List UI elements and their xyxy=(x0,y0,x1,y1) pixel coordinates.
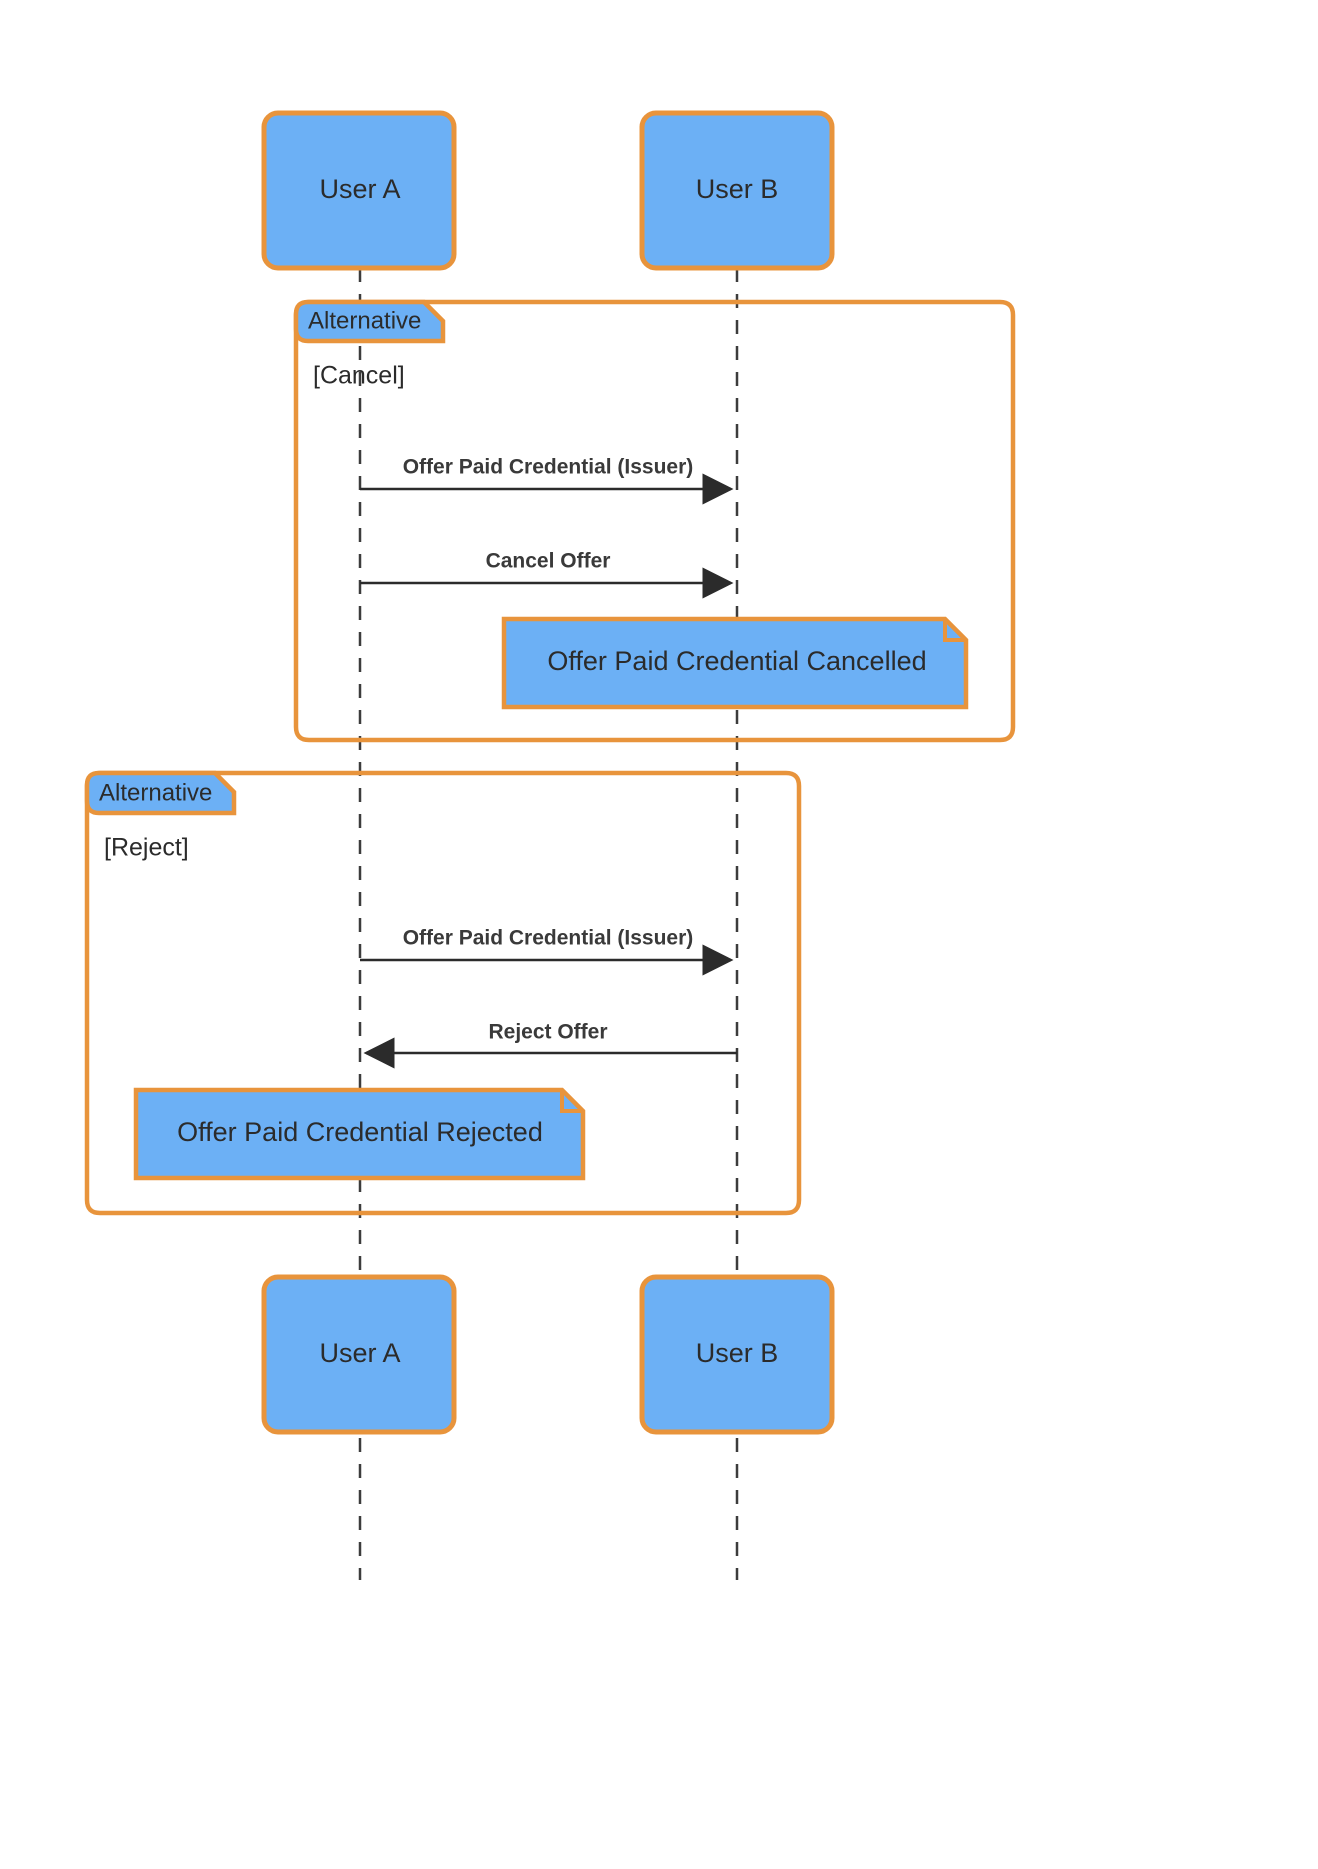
fragment-alt-reject[interactable]: Alternative [Reject] Offer Paid Credenti… xyxy=(84,770,802,1216)
participant-user-a-bottom[interactable]: User A xyxy=(261,1274,457,1435)
participant-box[interactable] xyxy=(261,1274,457,1435)
note-body xyxy=(501,616,969,710)
message-offer-paid-credential-issuer-2[interactable]: Offer Paid Credential (Issuer) xyxy=(360,927,734,976)
message-label: Offer Paid Credential (Issuer) xyxy=(403,456,694,479)
participant-label: User A xyxy=(319,1338,400,1368)
message-cancel-offer[interactable]: Cancel Offer xyxy=(360,550,734,599)
message-label: Cancel Offer xyxy=(486,550,611,573)
fragment-kind-label: Alternative xyxy=(99,779,212,806)
participant-user-b-bottom[interactable]: User B xyxy=(639,1274,835,1435)
note-fold-icon xyxy=(560,1090,583,1113)
fragment-kind-label: Alternative xyxy=(308,307,421,334)
note-body xyxy=(133,1087,586,1181)
fragment-kind-tab xyxy=(293,299,446,344)
participant-label: User A xyxy=(319,174,400,204)
note-label: Offer Paid Credential Cancelled xyxy=(547,646,926,676)
note-offer-paid-credential-cancelled[interactable]: Offer Paid Credential Cancelled xyxy=(501,616,969,710)
fragment-guard-label: [Reject] xyxy=(104,834,189,862)
note-offer-paid-credential-rejected[interactable]: Offer Paid Credential Rejected xyxy=(133,1087,586,1181)
participant-box[interactable] xyxy=(639,110,835,271)
participant-user-b-top[interactable]: User B xyxy=(639,110,835,271)
note-label: Offer Paid Credential Rejected xyxy=(177,1117,543,1147)
message-offer-paid-credential-issuer-1[interactable]: Offer Paid Credential (Issuer) xyxy=(360,456,734,505)
participant-user-a-top[interactable]: User A xyxy=(261,110,457,271)
message-label: Offer Paid Credential (Issuer) xyxy=(403,927,694,950)
participant-box[interactable] xyxy=(261,110,457,271)
participant-box[interactable] xyxy=(639,1274,835,1435)
message-reject-offer[interactable]: Reject Offer xyxy=(363,1021,737,1069)
participant-label: User B xyxy=(696,174,779,204)
fragment-alt-cancel[interactable]: Alternative [Cancel] Offer Paid Credenti… xyxy=(293,299,1016,743)
note-fold-icon xyxy=(943,619,966,642)
participant-label: User B xyxy=(696,1338,779,1368)
fragment-guard-label: [Cancel] xyxy=(313,362,405,390)
fragment-kind-tab xyxy=(84,770,237,816)
message-label: Reject Offer xyxy=(488,1021,607,1044)
